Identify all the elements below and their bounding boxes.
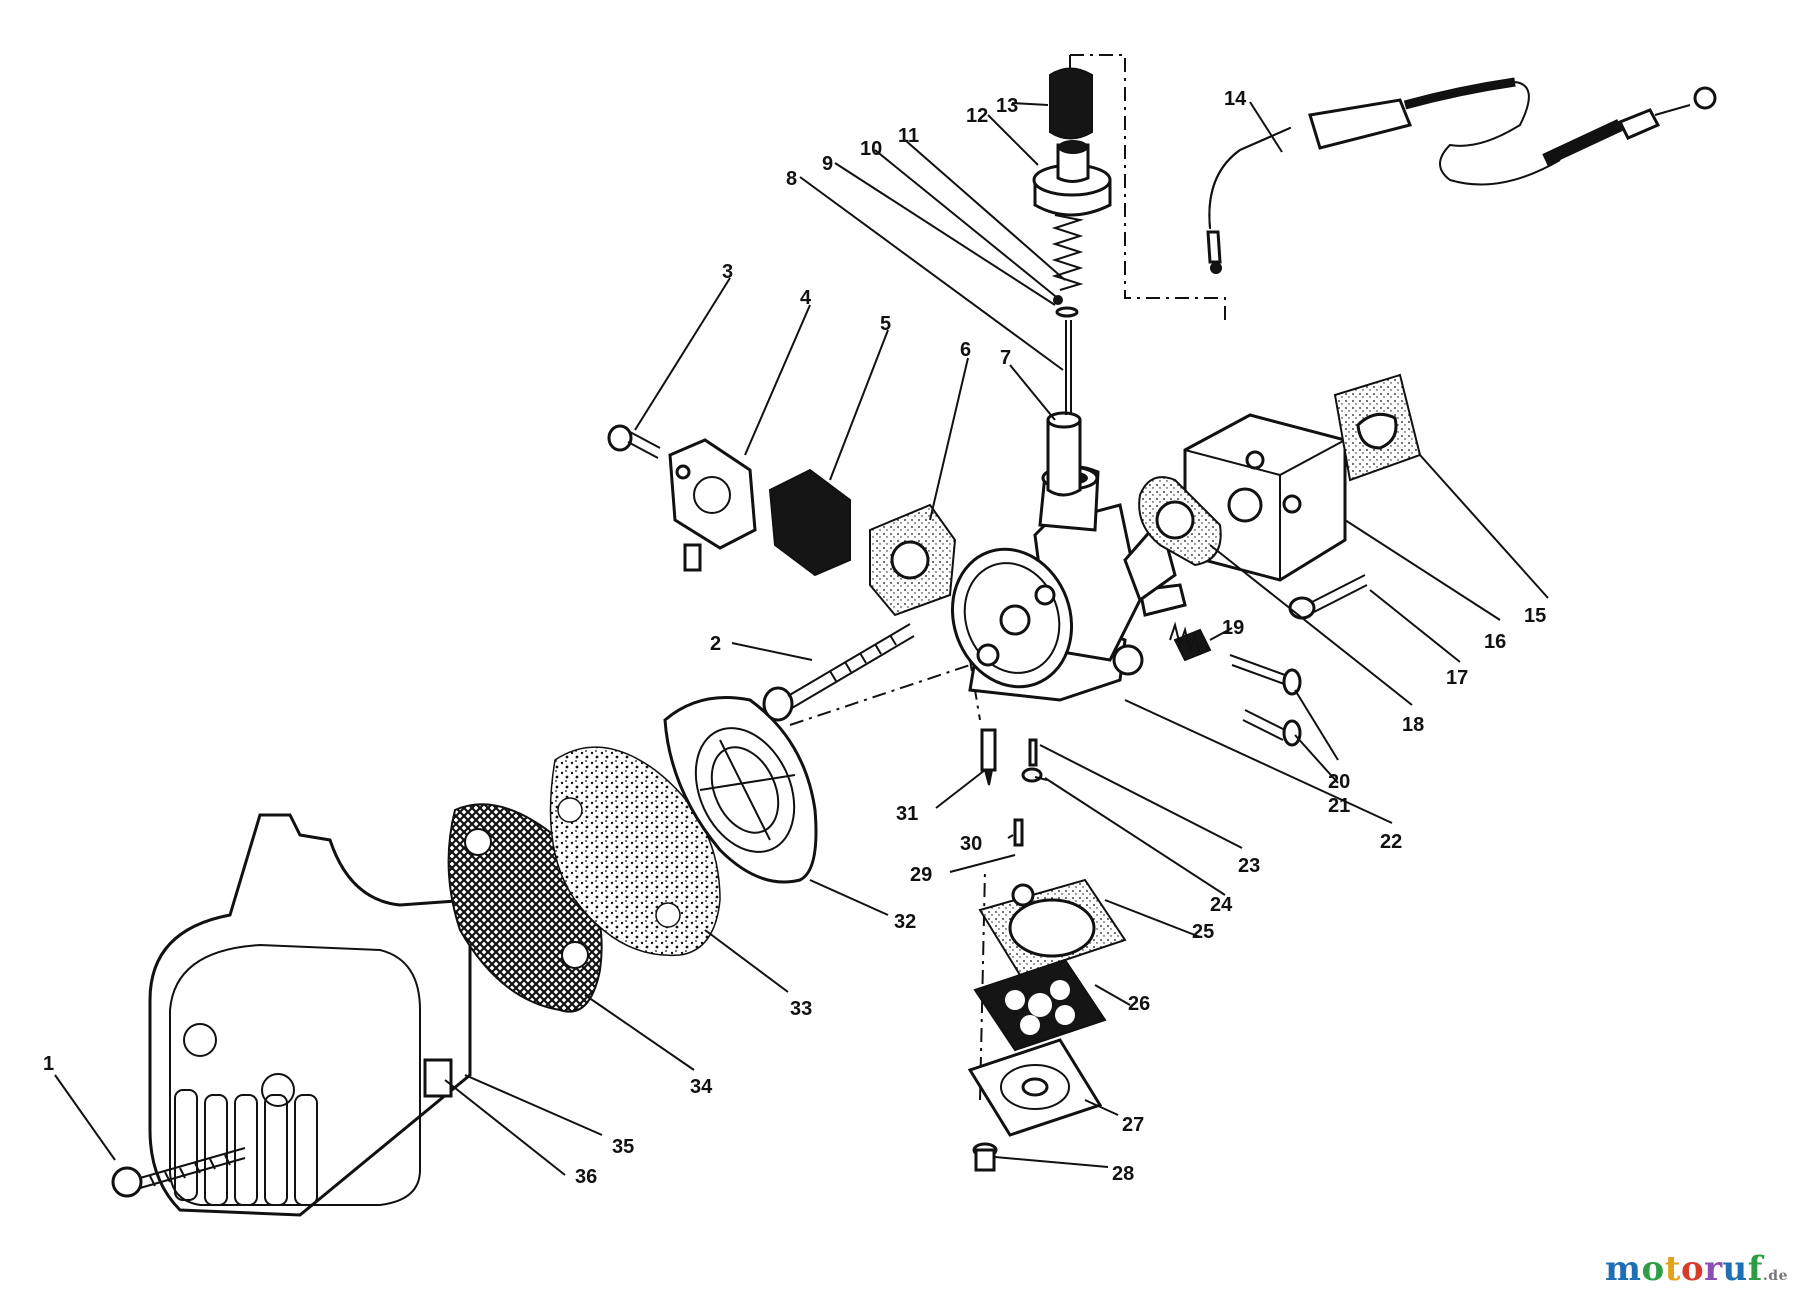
leader-lines	[54, 101, 1549, 1176]
callout-8: 8	[786, 168, 797, 190]
callout-20: 20	[1328, 771, 1350, 793]
callout-11: 11	[898, 125, 919, 147]
callout-29: 29	[910, 864, 932, 886]
callout-27: 27	[1122, 1114, 1144, 1136]
callout-9: 9	[822, 153, 833, 175]
watermark-logo: motoruf.de	[1605, 1249, 1788, 1289]
adaptor-screw	[1288, 574, 1368, 620]
callout-19: 19	[1222, 617, 1244, 639]
watermark-letter: o	[1680, 1249, 1705, 1289]
intake-gasket	[1333, 373, 1422, 482]
intake-adaptor	[1183, 413, 1347, 582]
carburetor-gasket	[1138, 476, 1222, 567]
callout-28: 28	[1112, 1163, 1134, 1185]
callout-15: 15	[1524, 605, 1546, 627]
callout-17: 17	[1446, 667, 1468, 689]
pump-gasket	[869, 503, 957, 617]
callout-4: 4	[800, 287, 812, 309]
callout-22: 22	[1380, 831, 1402, 853]
pump-screw	[607, 424, 661, 459]
callout-33: 33	[790, 998, 812, 1020]
watermark-suffix: .de	[1762, 1268, 1788, 1284]
callout-12: 12	[966, 105, 988, 127]
jet-needle	[1065, 320, 1072, 415]
carburetor-cap	[1032, 140, 1112, 217]
watermark-letter: t	[1664, 1249, 1681, 1289]
pump-diaphragm	[768, 468, 851, 577]
callout-16: 16	[1484, 631, 1506, 653]
callout-26: 26	[1128, 993, 1150, 1015]
callout-13: 13	[996, 95, 1018, 117]
watermark-letter: o	[1641, 1249, 1665, 1289]
watermark-letter: m	[1605, 1249, 1642, 1289]
callout-7: 7	[1000, 347, 1011, 369]
callout-1: 1	[43, 1053, 54, 1075]
callout-24: 24	[1210, 894, 1233, 916]
callout-21: 21	[1328, 795, 1350, 817]
carburetor-body	[950, 465, 1187, 702]
callout-34: 34	[690, 1076, 713, 1098]
filter-base	[663, 696, 818, 884]
callout-25: 25	[1192, 921, 1214, 943]
callout-35: 35	[612, 1136, 634, 1158]
callout-30: 30	[960, 833, 982, 855]
cover-screw	[111, 1147, 246, 1198]
decal	[423, 1058, 453, 1098]
foam-filter	[549, 746, 721, 957]
throttle-slide	[1046, 411, 1082, 497]
metering-diaphragm	[973, 958, 1107, 1052]
callout-5: 5	[880, 313, 891, 335]
air-filter-cover	[148, 813, 472, 1217]
mixture-screw	[1242, 709, 1302, 747]
metering-cover	[967, 1038, 1103, 1137]
callout-23: 23	[1238, 855, 1260, 877]
cover-screw-small	[972, 1142, 998, 1172]
callout-18: 18	[1402, 714, 1424, 736]
slide-spring	[1051, 214, 1084, 291]
throttle-cable	[1206, 77, 1717, 274]
rubber-boot	[1049, 67, 1093, 140]
long-bolt	[762, 623, 915, 722]
callout-10: 10	[860, 138, 882, 160]
watermark-letter: f	[1747, 1249, 1763, 1289]
metering-gasket	[978, 878, 1127, 977]
callout-14: 14	[1224, 88, 1247, 110]
idle-screw-spring	[1169, 621, 1201, 656]
callout-31: 31	[896, 803, 918, 825]
callout-2: 2	[710, 633, 721, 655]
callout-36: 36	[575, 1166, 597, 1188]
watermark-letter: u	[1722, 1249, 1748, 1289]
cover-ribs	[174, 1089, 318, 1206]
watermark-letter: r	[1704, 1249, 1723, 1289]
inlet-needle-parts	[980, 728, 1048, 847]
pump-cover	[668, 438, 757, 572]
callout-32: 32	[894, 911, 916, 933]
callout-6: 6	[960, 339, 971, 361]
callout-3: 3	[722, 261, 733, 283]
callout-numbers: 1 2 3 4 5 6 7 8 9 10 11 12 13 14 15 16 1…	[43, 88, 1546, 1188]
